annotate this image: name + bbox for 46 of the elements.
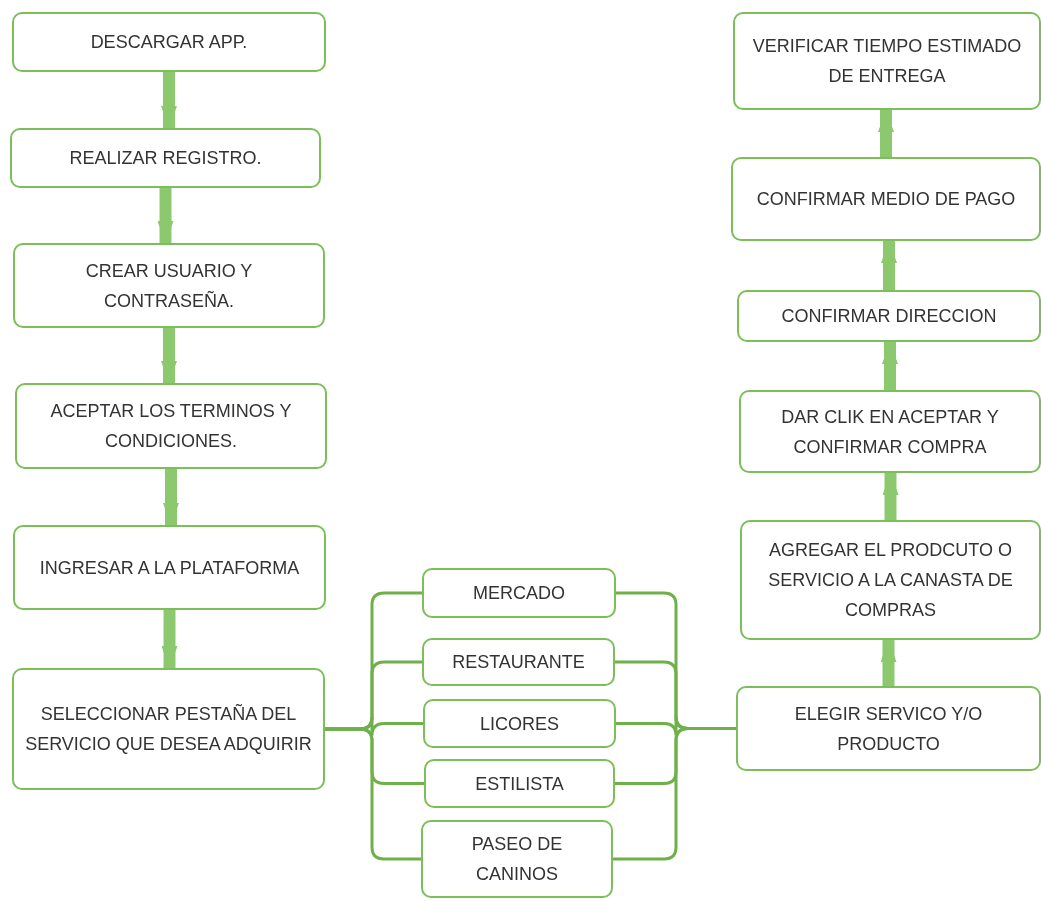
step-text: VERIFICAR TIEMPO ESTIMADO DE ENTREGA: [751, 35, 1023, 88]
step-text: CREAR USUARIO Y CONTRASEÑA.: [84, 259, 254, 313]
process-box: [422, 638, 615, 686]
block-arrow: [881, 241, 897, 290]
step-text: SELECCIONAR PESTAÑA DEL SERVICIO QUE DESEA ADQUIRIR: [24, 703, 313, 756]
process-box: [13, 525, 326, 610]
step-text: INGRESAR A LA PLATAFORMA: [39, 556, 300, 580]
process-box: [12, 12, 326, 72]
process-box: [422, 568, 616, 618]
block-arrow: [880, 640, 897, 686]
process-box: [740, 520, 1041, 640]
step-text: ELEGIR SERVICO Y/O PRODUCTO: [793, 702, 984, 756]
process-box: [733, 12, 1041, 110]
block-arrow: [878, 110, 894, 157]
step-text: RESTAURANTE: [452, 651, 585, 674]
step-text: REALIZAR REGISTRO.: [69, 147, 262, 170]
brace-connector: [613, 727, 736, 861]
block-arrow: [161, 72, 177, 128]
block-arrow: [161, 328, 177, 383]
step-text: DESCARGAR APP.: [90, 31, 248, 54]
process-box: [424, 759, 615, 808]
block-arrow: [161, 610, 178, 668]
process-box: [731, 157, 1041, 241]
process-box: [737, 290, 1041, 342]
process-box: [12, 668, 325, 790]
step-text: ESTILISTA: [475, 772, 564, 796]
block-arrow: [157, 188, 174, 243]
step-text: LICORES: [480, 712, 559, 736]
process-box: [10, 128, 321, 188]
step-text: ACEPTAR LOS TERMINOS Y CONDICIONES.: [49, 400, 293, 453]
brace-connector: [325, 727, 421, 861]
block-arrow: [882, 473, 899, 520]
step-text: AGREGAR EL PRODCUTO O SERVICIO A LA CANASTA DE COMPRAS: [767, 539, 1014, 622]
block-arrow: [163, 469, 179, 525]
step-text: PASEO DE CANINOS: [470, 833, 564, 886]
process-box: [15, 383, 327, 469]
process-box: [736, 686, 1041, 771]
step-text: MERCADO: [473, 582, 565, 605]
block-arrow: [882, 342, 898, 390]
step-text: CONFIRMAR DIRECCION: [781, 305, 997, 328]
step-text: DAR CLIK EN ACEPTAR Y CONFIRMAR COMPRA: [780, 405, 1000, 459]
process-box: [423, 699, 616, 748]
process-box: [739, 390, 1041, 473]
process-box: [13, 243, 325, 328]
step-text: CONFIRMAR MEDIO DE PAGO: [756, 188, 1016, 211]
process-box: [421, 820, 613, 898]
